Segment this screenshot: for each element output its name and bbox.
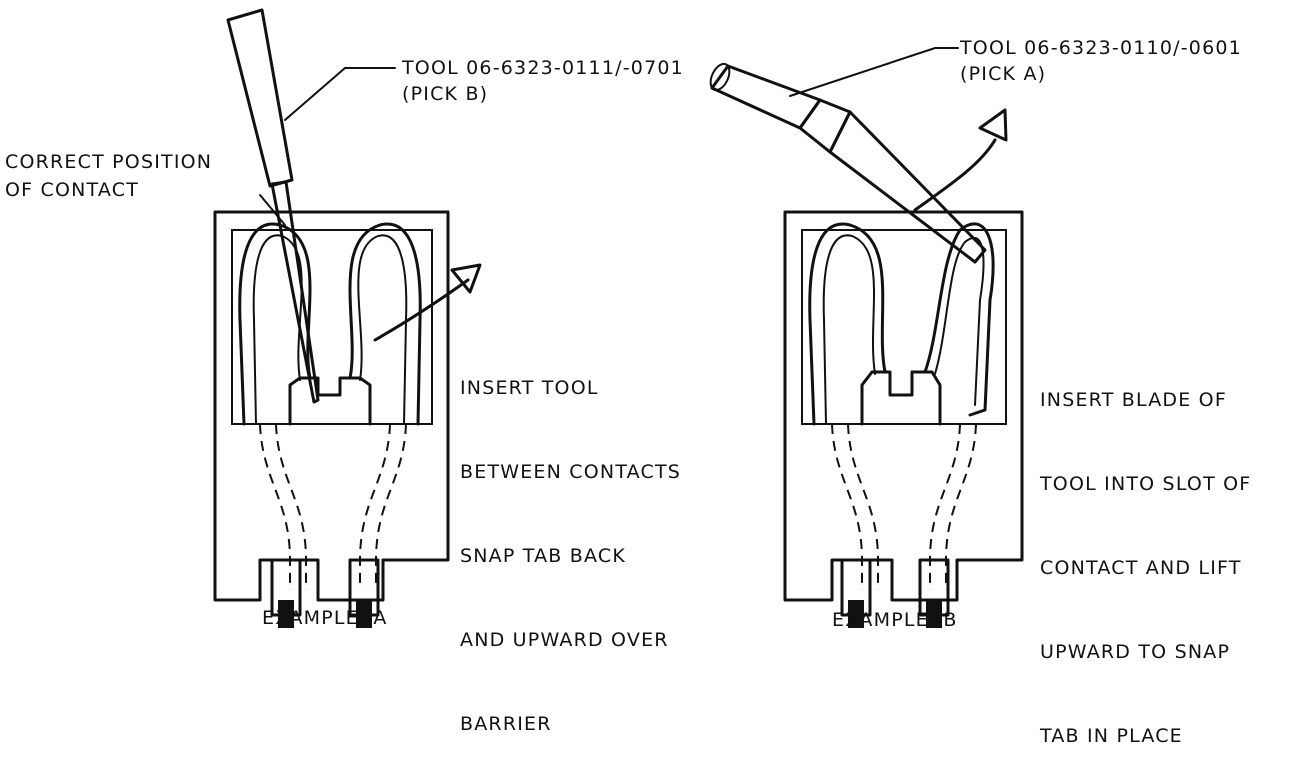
example-b-tool-label-line1: TOOL 06-6323-0110/-0601 [960, 37, 1242, 59]
example-a-caption: EXAMPLE A [262, 607, 388, 629]
example-a-housing [213, 210, 450, 602]
example-a-position-label-line2: OF CONTACT [5, 179, 140, 201]
example-b-drawing [709, 47, 1024, 628]
contact-insertion-diagram [213, 8, 1024, 628]
example-a-tool-label-line2: (PICK B) [402, 83, 489, 105]
example-b-right-contact [923, 222, 995, 417]
example-b-instruction-line: TAB IN PLACE [1040, 725, 1183, 747]
example-b-cavity [801, 229, 1007, 425]
example-a-instruction-line: BARRIER [460, 713, 552, 735]
example-b-tool-pick-a [709, 62, 987, 264]
example-a-instruction: INSERT TOOL BETWEEN CONTACTS SNAP TAB BA… [460, 318, 681, 766]
example-a-tool-label-line1: TOOL 06-6323-0111/-0701 [402, 57, 684, 79]
example-a-tool-pick-b [226, 8, 320, 404]
example-a-position-label-line1: CORRECT POSITION [5, 151, 213, 173]
example-b-barrier [860, 370, 942, 426]
example-b-arrow [913, 138, 997, 212]
example-b-tool-label-line2: (PICK A) [960, 63, 1047, 85]
example-a-instruction-line: AND UPWARD OVER [460, 629, 669, 651]
example-b-housing [783, 210, 1024, 602]
example-a-barrier [288, 376, 372, 426]
example-a-instruction-line: BETWEEN CONTACTS [460, 461, 682, 483]
example-b-instruction: INSERT BLADE OF TOOL INTO SLOT OF CONTAC… [1040, 330, 1251, 778]
example-a-cavity [231, 229, 433, 425]
example-a-instruction-line: INSERT TOOL [460, 377, 599, 399]
example-a-instruction-line: SNAP TAB BACK [460, 545, 626, 567]
example-b-instruction-line: TOOL INTO SLOT OF [1040, 473, 1252, 495]
example-a-drawing [213, 8, 482, 628]
example-a-arrow [373, 278, 470, 342]
example-a-right-contact [348, 222, 422, 426]
example-b-left-contact [808, 222, 887, 426]
example-b-instruction-line: INSERT BLADE OF [1040, 389, 1227, 411]
example-b-instruction-line: UPWARD TO SNAP [1040, 641, 1231, 663]
example-b-instruction-line: CONTACT AND LIFT [1040, 557, 1242, 579]
example-b-caption: EXAMPLE B [832, 609, 958, 631]
